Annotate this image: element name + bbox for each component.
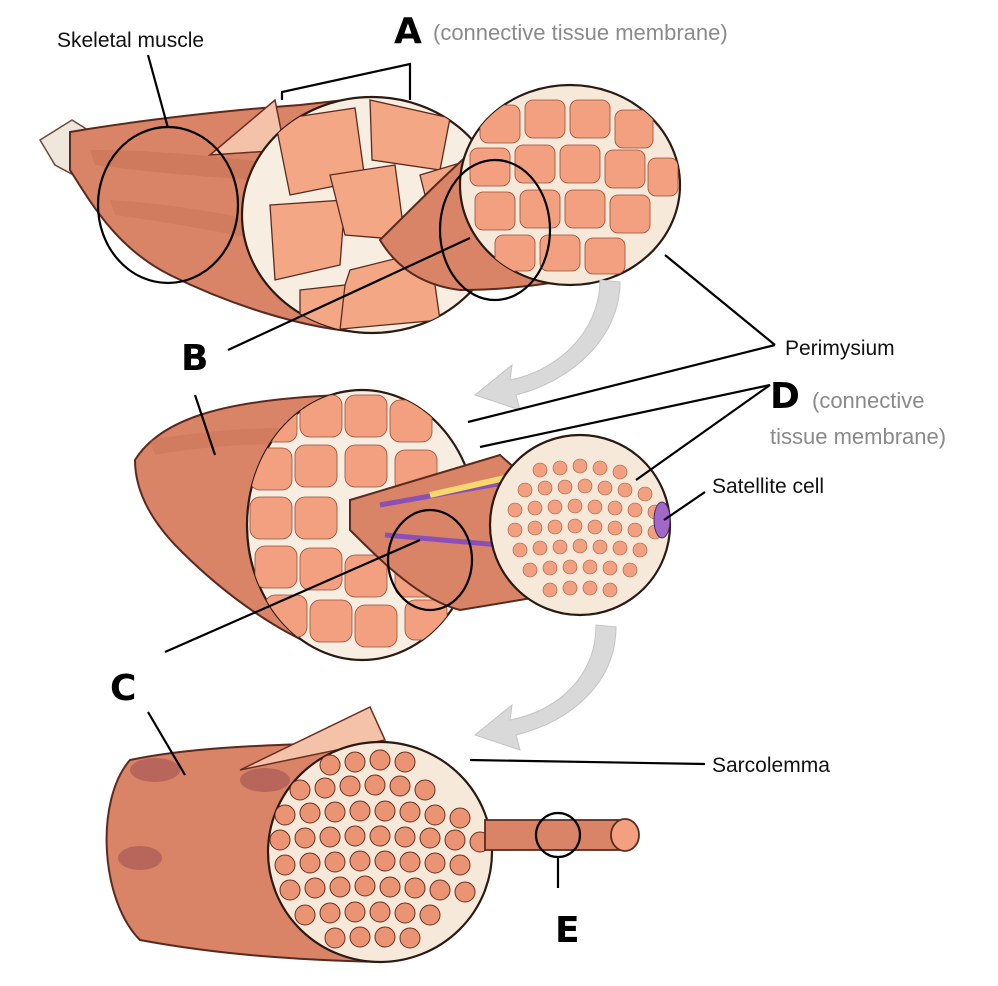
label-sarcolemma: Sarcolemma	[712, 754, 830, 777]
label-c: C	[110, 668, 136, 709]
label-d-note-line1: (connective	[812, 388, 925, 413]
label-a: A	[394, 11, 422, 52]
down-arrow-2	[473, 624, 617, 751]
top-fiber-pattern	[469, 99, 679, 275]
top-fascicle-illustration	[378, 83, 682, 292]
label-satellite-cell: Satellite cell	[712, 475, 824, 498]
label-a-note: (connective tissue membrane)	[433, 20, 728, 45]
myofibril-dots-bottom	[269, 749, 491, 949]
myofibril-dots-mid	[507, 458, 663, 598]
label-perimysium: Perimysium	[785, 337, 895, 360]
label-d: D	[770, 376, 800, 417]
label-b: B	[181, 338, 208, 379]
leader-lines	[96, 54, 776, 888]
whole-muscle-illustration	[38, 95, 504, 335]
label-d-note-line2: tissue membrane)	[770, 424, 946, 449]
fascicle-illustration	[133, 388, 672, 662]
muscle-fiber-illustration	[105, 705, 640, 964]
label-e: E	[555, 910, 580, 951]
label-skeletal-muscle: Skeletal muscle	[57, 29, 204, 52]
